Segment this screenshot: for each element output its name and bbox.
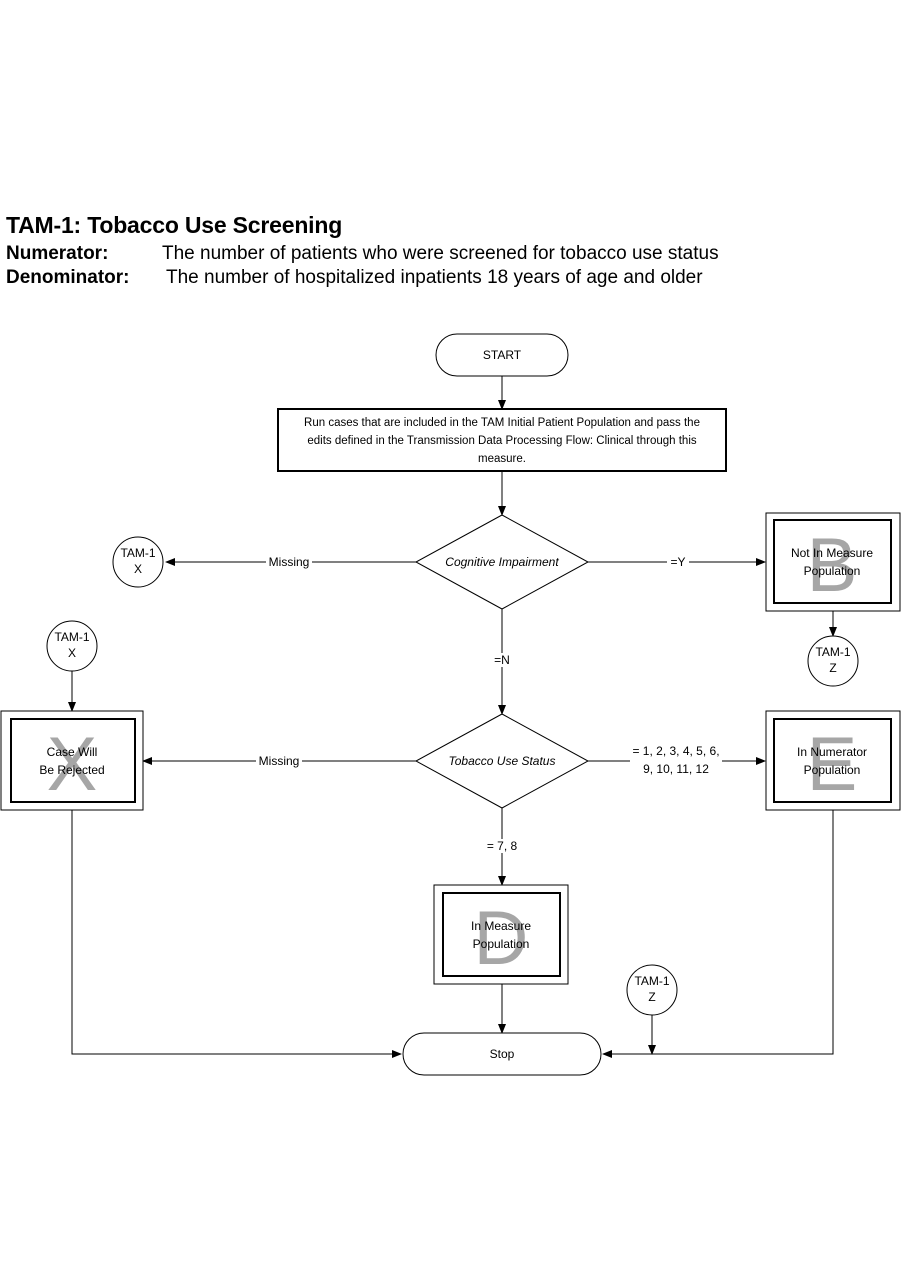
- connector-x-top-line-1: TAM-1: [54, 630, 89, 644]
- connector-z-bottom-line-2: Z: [648, 990, 655, 1004]
- start-label: START: [483, 348, 522, 362]
- run-cases-line-3: measure.: [478, 453, 526, 465]
- connector-z-bottom-line-1: TAM-1: [634, 974, 669, 988]
- numerator-text: The number of patients who were screened…: [162, 243, 719, 264]
- connector-tam1-z-right: TAM-1 Z: [807, 635, 859, 687]
- in-numerator-line-2: Population: [804, 763, 861, 777]
- case-rejected-box: X Case Will Be Rejected: [0, 710, 144, 811]
- tobacco-78-label: = 7, 8: [487, 839, 518, 853]
- connector-tam1-z-bottom: TAM-1 Z: [626, 964, 678, 1016]
- denominator-text: The number of hospitalized inpatients 18…: [166, 267, 703, 288]
- numerator-row: Numerator: The number of patients who we…: [6, 243, 886, 267]
- cognitive-n-label: =N: [494, 653, 510, 667]
- rejected-line-1: Case Will: [47, 745, 98, 759]
- run-cases-line-2: edits defined in the Transmission Data P…: [307, 435, 697, 447]
- denominator-label: Denominator:: [6, 267, 130, 288]
- cognitive-impairment-label: Cognitive Impairment: [445, 555, 559, 569]
- cognitive-missing-label: Missing: [269, 555, 310, 569]
- in-numerator-population-box: E In Numerator Population: [765, 710, 901, 811]
- not-in-measure-line-1: Not In Measure: [791, 546, 873, 560]
- tobacco-missing-label: Missing: [259, 754, 300, 768]
- connector-z-right-line-1: TAM-1: [815, 645, 850, 659]
- connector-z-right-line-2: Z: [829, 661, 836, 675]
- connector-x-left-line-1: TAM-1: [120, 546, 155, 560]
- in-numerator-line-1: In Numerator: [797, 745, 867, 759]
- connector-x-left-line-2: X: [134, 562, 142, 576]
- rejected-to-stop-arrow: [71, 810, 402, 1058]
- tobacco-use-status-label: Tobacco Use Status: [449, 754, 556, 768]
- denominator-row: Denominator: The number of hospitalized …: [6, 267, 886, 291]
- stop-terminal: Stop: [402, 1032, 602, 1076]
- connector-tam1-x-left: TAM-1 X: [112, 536, 164, 588]
- tobacco-use-status-decision: Tobacco Use Status: [414, 713, 590, 809]
- letter-e-watermark: E: [807, 722, 858, 807]
- not-in-measure-population-box: B Not In Measure Population: [765, 512, 901, 612]
- in-numerator-to-stop-arrow: [602, 810, 834, 1058]
- in-measure-line-2: Population: [473, 937, 530, 951]
- run-cases-line-1: Run cases that are included in the TAM I…: [304, 417, 700, 429]
- in-measure-population-box: D In Measure Population: [433, 884, 569, 985]
- letter-b-watermark: B: [807, 523, 858, 608]
- letter-x-watermark: X: [47, 722, 98, 807]
- tobacco-values-line-2: 9, 10, 11, 12: [643, 762, 709, 776]
- tobacco-values-line-1: = 1, 2, 3, 4, 5, 6,: [632, 744, 719, 758]
- not-in-measure-line-2: Population: [804, 564, 861, 578]
- rejected-line-2: Be Rejected: [39, 763, 104, 777]
- cognitive-y-label: =Y: [670, 555, 685, 569]
- numerator-label: Numerator:: [6, 243, 109, 264]
- header: TAM-1: Tobacco Use Screening Numerator: …: [6, 212, 886, 291]
- letter-d-watermark: D: [474, 896, 529, 981]
- stop-label: Stop: [490, 1047, 515, 1061]
- cognitive-impairment-decision: Cognitive Impairment: [414, 514, 590, 610]
- connector-tam1-x-top: TAM-1 X: [46, 620, 98, 672]
- in-measure-line-1: In Measure: [471, 919, 531, 933]
- page-title: TAM-1: Tobacco Use Screening: [6, 212, 343, 238]
- connector-x-top-line-2: X: [68, 646, 76, 660]
- start-terminal: START: [435, 333, 569, 377]
- run-cases-process: Run cases that are included in the TAM I…: [277, 408, 727, 472]
